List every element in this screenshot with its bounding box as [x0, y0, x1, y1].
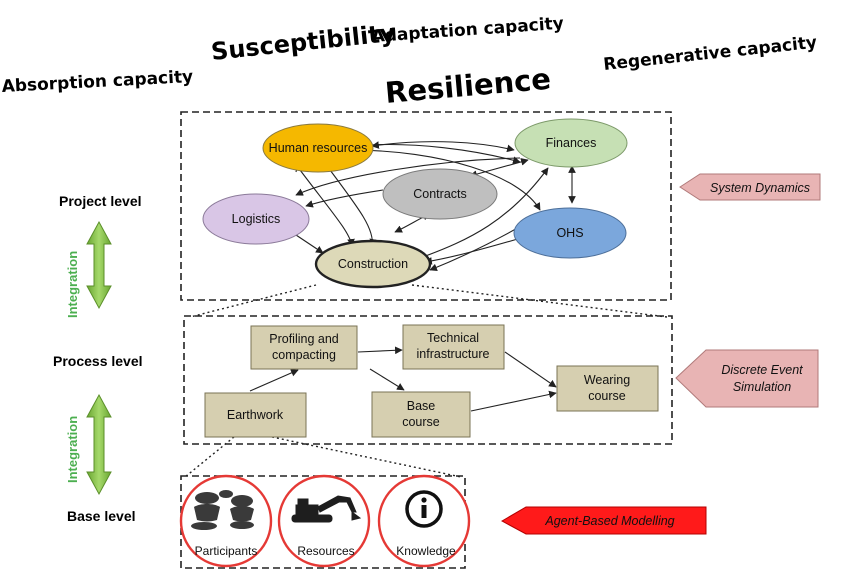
wearing-label-line1: Wearing	[584, 373, 630, 387]
integration-arrow-bottom	[86, 393, 112, 496]
knowledge-label: Knowledge	[396, 544, 456, 558]
finances-node	[514, 118, 628, 168]
construction-node	[314, 239, 432, 289]
technical-infrastructure-box	[402, 324, 505, 370]
people-group-icon	[191, 490, 254, 530]
profiling-compacting-box	[250, 325, 358, 370]
adaptation-capacity-heading: Adaptation capacity	[371, 14, 564, 47]
human-resources-label: Human resources	[269, 141, 368, 155]
susceptibility-heading: Susceptibility	[210, 19, 397, 66]
wearing-label-line2: course	[588, 389, 626, 403]
absorption-capacity-heading: Absorption capacity	[1, 67, 193, 97]
discrete-event-simulation-arrow	[675, 349, 819, 408]
zoom-line-base-left	[184, 436, 235, 478]
logistics-node	[202, 193, 310, 245]
base-level-label: Base level	[67, 508, 136, 524]
des-label-line2: Simulation	[733, 380, 791, 394]
base-course-label-line2: course	[402, 415, 440, 429]
zoom-line-base-right	[271, 436, 462, 478]
project-level-label: Project level	[59, 193, 142, 209]
earthwork-box	[204, 392, 307, 438]
integration-label-bottom: Integration	[65, 416, 80, 483]
logistics-label: Logistics	[232, 212, 281, 226]
process-level-frame	[183, 315, 673, 445]
contracts-node	[382, 168, 498, 220]
process-level-label: Process level	[53, 353, 143, 369]
resilience-heading: Resilience	[384, 62, 553, 110]
human-resources-node	[262, 123, 374, 173]
agent-based-modelling-arrow	[500, 506, 707, 535]
earthwork-label: Earthwork	[227, 408, 284, 422]
technical-label-line1: Technical	[427, 331, 479, 345]
profiling-label-line1: Profiling and	[269, 332, 339, 346]
ohs-node	[513, 207, 627, 259]
project-level-frame	[180, 111, 672, 301]
excavator-icon	[291, 495, 362, 523]
info-icon	[405, 490, 443, 528]
profiling-label-line2: compacting	[272, 348, 336, 362]
integration-arrow-top	[86, 220, 112, 310]
knowledge-circle	[377, 474, 471, 568]
agent-based-modelling-label: Agent-Based Modelling	[544, 514, 674, 528]
system-dynamics-arrow	[679, 173, 821, 201]
base-course-box	[371, 391, 471, 438]
system-dynamics-label: System Dynamics	[710, 181, 810, 195]
finances-label: Finances	[546, 136, 597, 150]
participants-label: Participants	[195, 544, 258, 558]
resources-label: Resources	[297, 544, 354, 558]
technical-label-line2: infrastructure	[417, 347, 490, 361]
integration-label-top: Integration	[65, 251, 80, 318]
ohs-label: OHS	[556, 226, 583, 240]
regenerative-capacity-heading: Regenerative capacity	[602, 33, 818, 75]
contracts-label: Contracts	[413, 187, 467, 201]
des-label-line1: Discrete Event	[721, 363, 803, 377]
zoom-line-left	[189, 284, 317, 318]
base-course-label-line1: Base	[407, 399, 436, 413]
construction-label: Construction	[338, 257, 408, 271]
zoom-line-right	[411, 284, 668, 318]
wearing-course-box	[556, 365, 659, 412]
process-links	[249, 346, 557, 412]
